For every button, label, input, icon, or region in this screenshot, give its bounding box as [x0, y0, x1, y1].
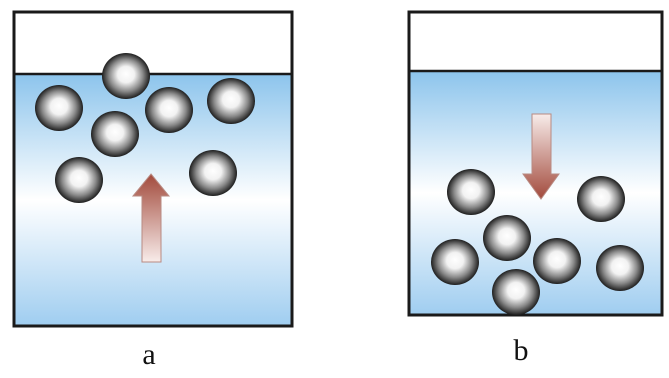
beaker-outline-b: [407, 10, 664, 317]
particle: [207, 78, 255, 124]
particle: [102, 53, 150, 99]
particle: [447, 169, 495, 215]
arrow-down-icon: [522, 113, 560, 200]
particle: [431, 239, 479, 285]
particle: [492, 269, 540, 315]
beaker-outline-a: [12, 10, 294, 328]
particles-b: [431, 169, 644, 315]
particle: [596, 245, 644, 291]
panel-label-b: b: [513, 334, 529, 367]
particle: [189, 150, 237, 196]
particle: [91, 111, 139, 157]
particle: [483, 215, 531, 261]
particle: [577, 176, 625, 222]
panel-label-a: a: [142, 338, 156, 371]
beaker-a: [12, 10, 294, 328]
arrow-up-icon: [131, 173, 171, 263]
particle: [533, 238, 581, 284]
particle: [55, 157, 103, 203]
beaker-b: [407, 10, 664, 317]
particles-a: [35, 53, 255, 203]
particle: [145, 87, 193, 133]
particle: [35, 85, 83, 131]
